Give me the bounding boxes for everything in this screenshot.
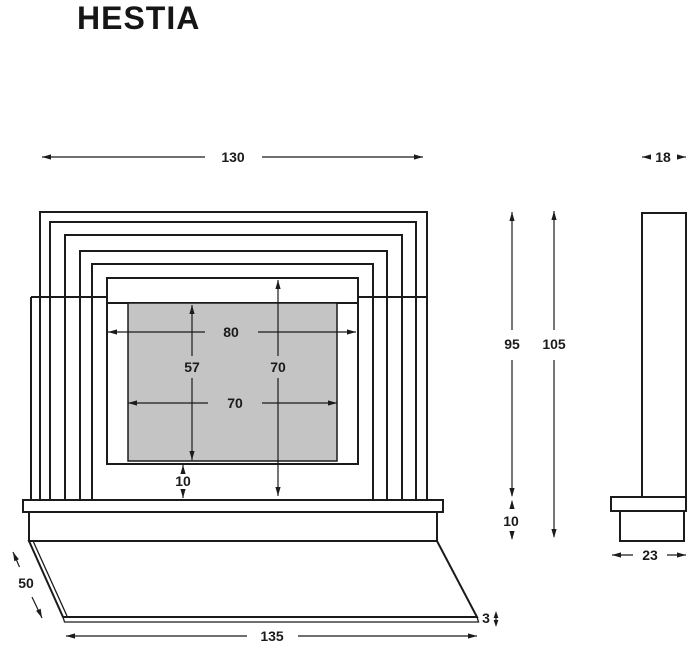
- dim-hearth-lip: 3: [482, 610, 499, 627]
- firebox: [127, 302, 338, 462]
- dim-label-135: 135: [260, 628, 284, 644]
- frame-step-4: [79, 250, 388, 500]
- side-view: [610, 212, 687, 542]
- frame-step-2: [49, 221, 417, 500]
- hearth-slab: [27, 540, 479, 618]
- dim-base-depth: 23: [612, 547, 686, 563]
- dim-opening-height: 70: [270, 280, 286, 496]
- dim-label-18: 18: [655, 149, 671, 165]
- dim-hearth-length: 135: [66, 628, 477, 644]
- dim-label-105: 105: [542, 336, 566, 352]
- dim-label-130: 130: [221, 149, 245, 165]
- dim-label-70-horizontal: 70: [227, 395, 243, 411]
- dim-label-3: 3: [482, 610, 490, 626]
- dim-total-height: 105: [542, 211, 566, 538]
- dim-opening-width: 80: [108, 324, 356, 340]
- front-view: [22, 211, 480, 623]
- dimensions-front: 130 80 70 57: [12, 149, 499, 644]
- dim-height-to-hearth: 95: [504, 212, 520, 497]
- hearth-base-band: [28, 511, 438, 542]
- dim-overall-width: 130: [42, 149, 423, 165]
- page-title: HESTIA: [77, 0, 200, 36]
- side-hearth-plate: [610, 496, 687, 512]
- side-panel: [641, 212, 687, 498]
- dim-hearth-height: 10: [503, 500, 519, 540]
- frame-step-3: [64, 234, 403, 500]
- dim-label-80: 80: [223, 324, 239, 340]
- hearth-slab-lip: [62, 616, 480, 623]
- opening-frame: [106, 277, 359, 465]
- dim-hearth-depth: 50: [12, 551, 43, 619]
- dim-firebox-bottom-gap: 10: [175, 465, 191, 498]
- hearth-slab-edge-inner: [32, 541, 68, 617]
- dim-label-95: 95: [504, 336, 520, 352]
- dim-firebox-height: 57: [184, 305, 200, 460]
- frame-step-5: [91, 263, 374, 500]
- dim-label-70-vertical: 70: [270, 359, 286, 375]
- dim-label-23: 23: [642, 547, 658, 563]
- dim-top-depth: 18: [642, 149, 686, 165]
- dim-label-10-front: 10: [175, 473, 191, 489]
- dim-firebox-width: 70: [128, 395, 337, 411]
- dim-label-50: 50: [18, 575, 34, 591]
- dim-label-57: 57: [184, 359, 200, 375]
- hearth-top-plate: [22, 499, 444, 513]
- dimensions-side: 18 95 105 10: [503, 149, 686, 563]
- frame-step-1: [39, 211, 428, 500]
- dim-label-10-side: 10: [503, 513, 519, 529]
- side-base-block: [619, 510, 685, 542]
